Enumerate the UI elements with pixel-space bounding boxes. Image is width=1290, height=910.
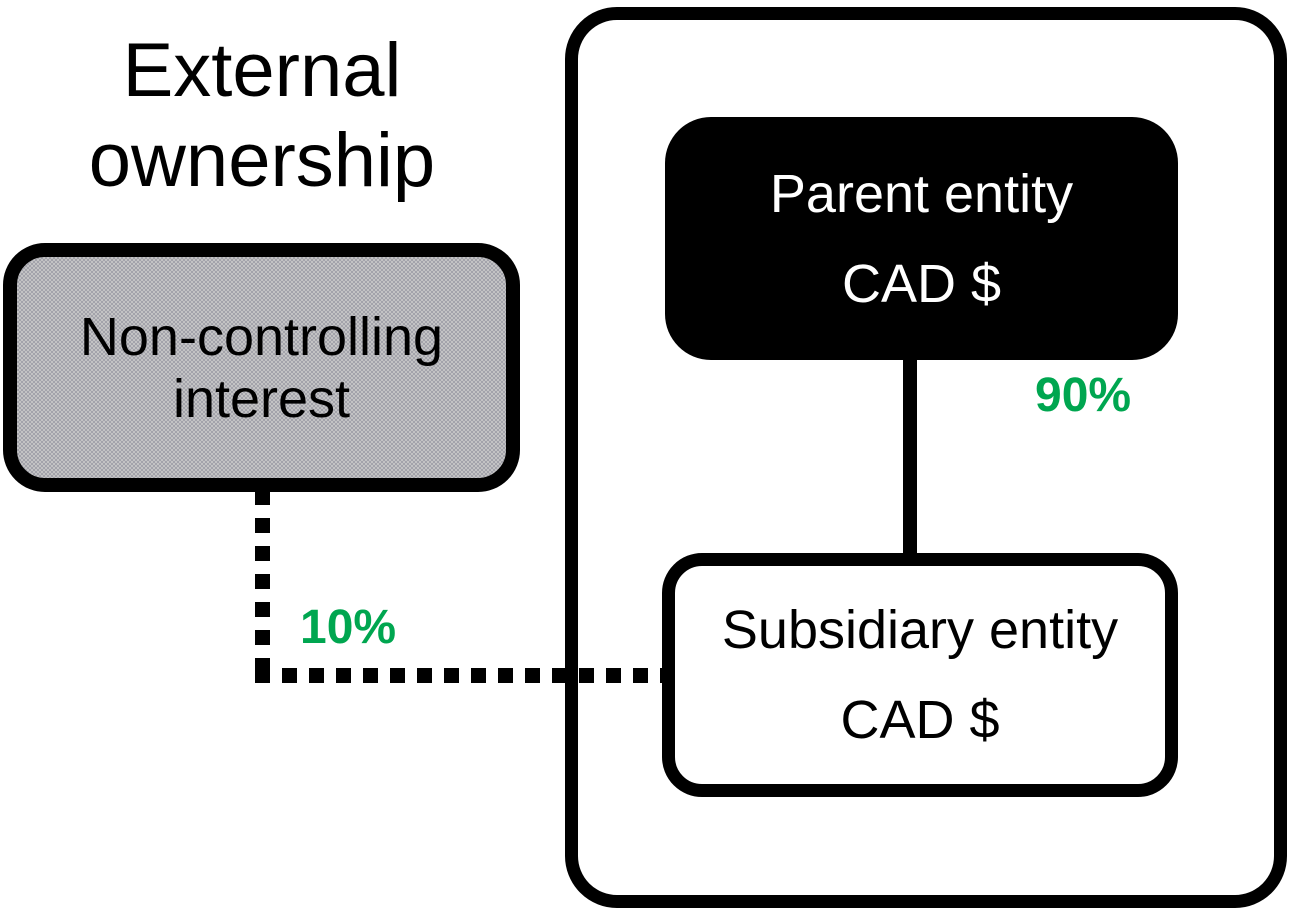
nci-ownership-dotted-connector-vertical <box>255 490 270 670</box>
external-ownership-title-line-1: External <box>122 28 402 113</box>
external-ownership-title: External ownership <box>0 26 524 206</box>
parent-entity-currency: CAD $ <box>841 253 1002 314</box>
non-controlling-interest-node: Non-controlling interest <box>3 243 520 492</box>
parent-entity-node: Parent entity CAD $ <box>665 117 1178 360</box>
parent-ownership-percentage-label: 90% <box>1035 369 1132 422</box>
non-controlling-interest-label: Non-controlling interest <box>80 306 443 430</box>
subsidiary-entity-node: Subsidiary entity CAD $ <box>662 553 1178 797</box>
parent-subsidiary-connector-line <box>903 356 917 556</box>
nci-ownership-dotted-connector-horizontal <box>255 668 664 683</box>
subsidiary-entity-currency: CAD $ <box>840 690 1000 750</box>
parent-entity-name: Parent entity <box>769 163 1074 224</box>
nci-ownership-percentage-label: 10% <box>300 601 397 654</box>
external-ownership-title-line-2: ownership <box>88 118 436 203</box>
nci-label-line-2: interest <box>172 368 351 429</box>
subsidiary-entity-name: Subsidiary entity <box>721 600 1119 660</box>
nci-label-line-1: Non-controlling <box>79 306 444 367</box>
